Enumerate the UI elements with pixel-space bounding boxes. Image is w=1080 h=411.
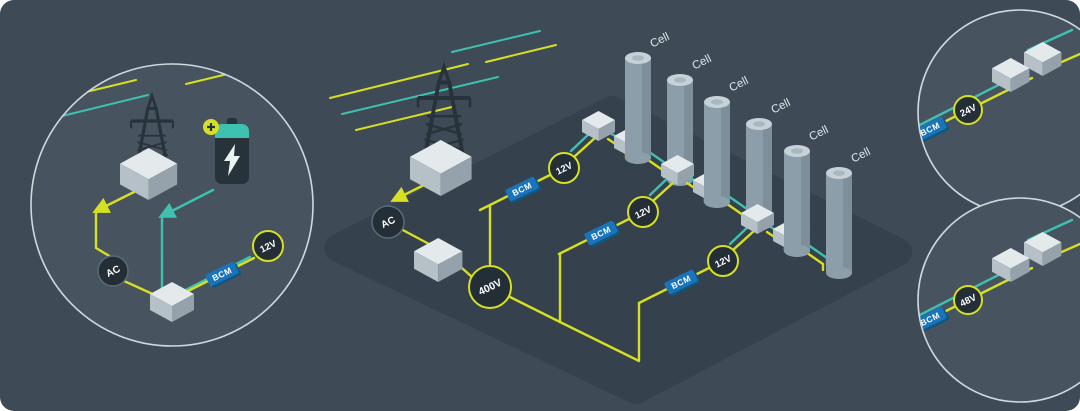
left-inset: AC BCM 12V: [31, 64, 313, 346]
branch-voltage-node: 48V: [953, 285, 983, 315]
branch-voltage-node: 12V: [627, 196, 659, 228]
bcm-chip: BCM: [205, 261, 241, 288]
bcm-chip: BCM: [505, 176, 541, 203]
top-right-inset: BCM 24V: [918, 10, 1080, 214]
bus-voltage-node: 400V: [468, 265, 512, 309]
branch-voltage-node: 24V: [953, 95, 983, 125]
branch-voltage-node: 12V: [548, 152, 580, 184]
ac-node: AC: [97, 255, 129, 287]
left-inset-border: [30, 63, 314, 347]
bottom-right-inset-border: [917, 197, 1080, 403]
branch-voltage-node: 12V: [252, 230, 284, 262]
branch-voltage-node: 12V: [707, 245, 739, 277]
ac-node: AC: [371, 205, 405, 239]
main-scene: AC 400V BCM BCM BCM 12V: [324, 30, 912, 404]
isometric-platform: [324, 96, 912, 404]
